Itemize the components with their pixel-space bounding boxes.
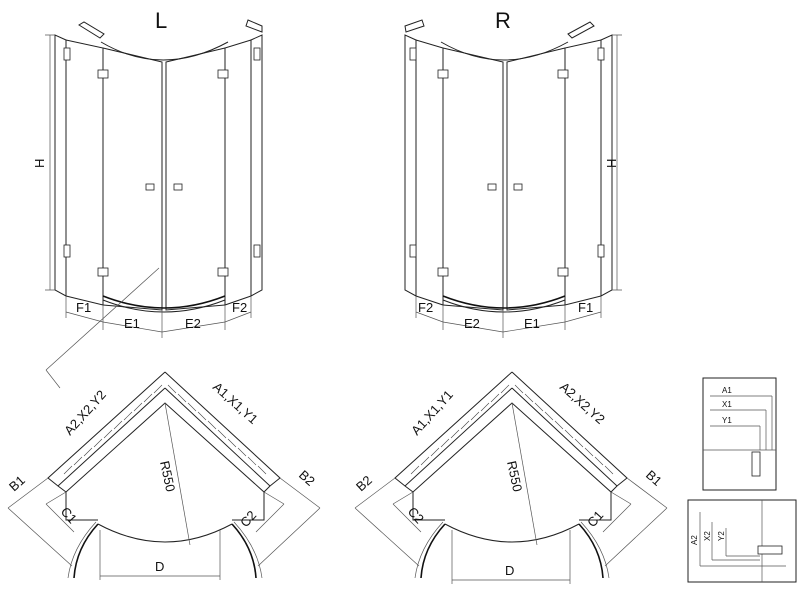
detail-top-label-1: A1 [722,386,732,395]
detail-bottom-label-2: X2 [703,531,712,541]
return-right-label-right: C1 [584,508,606,530]
wall-right-label-left: A1,X1,Y1 [210,379,261,427]
detail-top-label-2: X1 [722,400,732,409]
detail-bottom-label-1: A2 [690,535,699,545]
bottom-label-left-2: E1 [124,316,140,331]
return-left-label-left: C1 [58,504,80,526]
side-left-label-left: B1 [6,472,28,494]
elevation-right: R H F2 E2 E1 F1 [404,8,622,338]
bottom-label-right-1: F2 [418,300,433,315]
return-left-label-right: C2 [405,504,427,526]
height-label-right: H [604,159,619,168]
plan-right: R550 A1,X1,Y1 A2,X2,Y2 B2 B1 C2 C1 D [353,371,668,584]
bottom-label-right-2: E2 [464,316,480,331]
wall-right-label-right: A2,X2,Y2 [557,379,608,427]
radius-label-left: R550 [157,460,178,494]
elevation-left: L H F1 E1 E2 F2 [32,8,263,338]
bottom-label-right-3: E1 [524,316,540,331]
detail-bottom: A2 X2 Y2 [687,499,797,583]
bottom-label-left-3: E2 [185,316,201,331]
return-right-label-left: C2 [237,508,259,530]
view-title-left: L [155,8,167,33]
radius-label-right: R550 [504,460,525,494]
bottom-label-left-1: F1 [76,300,91,315]
wall-left-label-right: A1,X1,Y1 [408,387,456,438]
detail-top: A1 X1 Y1 [702,377,777,491]
height-label-left: H [32,159,47,168]
side-right-label-left: B2 [296,467,318,489]
view-title-right: R [495,8,511,33]
wall-left-label-left: A2,X2,Y2 [61,387,109,438]
hatch-right-wall [410,384,614,475]
detail-bottom-label-3: Y2 [717,531,726,541]
bottom-label-right-4: F1 [578,300,593,315]
side-left-label-right: B2 [353,472,375,494]
entry-label-right: D [505,563,514,578]
plan-left: R550 A2,X2,Y2 A1,X1,Y1 B1 B2 C1 C2 D [6,267,321,580]
entry-label-left: D [155,559,164,574]
bottom-label-left-4: F2 [232,300,247,315]
detail-top-label-3: Y1 [722,416,732,425]
side-right-label-right: B1 [643,467,665,489]
hatch-left-wall [63,384,267,475]
